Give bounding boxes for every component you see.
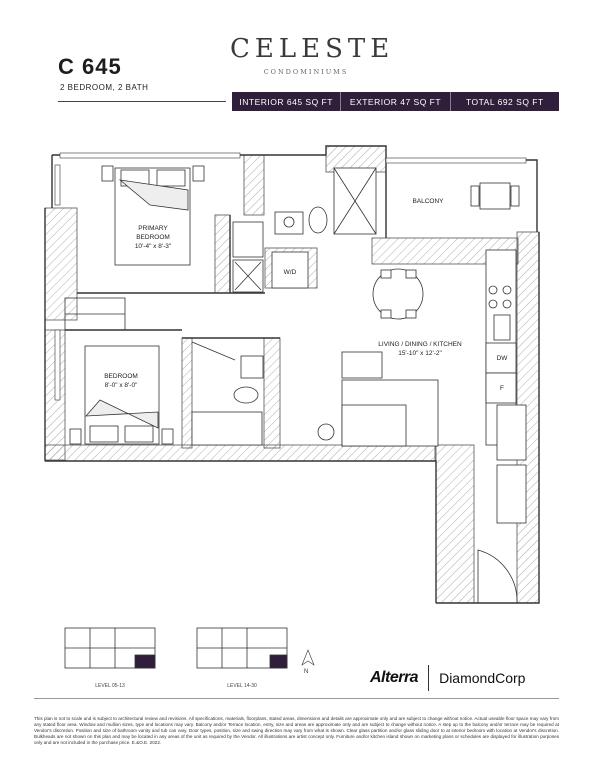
dining-table — [372, 268, 424, 320]
north-arrow-icon — [301, 649, 315, 666]
dishwasher-label: DW — [497, 355, 509, 362]
fridge-label: F — [500, 385, 504, 392]
living-label: LIVING / DINING / KITCHEN — [378, 341, 462, 348]
laundry-label: W/D — [284, 269, 297, 276]
entry-door — [477, 549, 518, 604]
kitchen — [485, 249, 527, 524]
legal-disclaimer: This plan is not to scale and is subject… — [34, 716, 559, 745]
ensuite-bathroom — [274, 167, 377, 235]
laundry — [232, 221, 309, 293]
developer-logos: Alterra DiamondCorp — [370, 665, 525, 691]
area-summary-bar: INTERIOR 645 SQ FT EXTERIOR 47 SQ FT TOT… — [232, 92, 559, 111]
footer-divider — [34, 698, 559, 699]
brand-tagline: CONDOMINIUMS — [263, 68, 349, 76]
bedroom-bed — [69, 345, 174, 445]
sofa — [317, 351, 439, 447]
primary-bed — [101, 165, 205, 266]
diamondcorp-logo: DiamondCorp — [439, 670, 526, 686]
north-label: N — [304, 669, 308, 675]
key-plan-left-label: LEVEL 05-13 — [95, 683, 125, 689]
header-divider — [58, 101, 226, 102]
primary-bedroom-dims: 10'-4" x 8'-3" — [135, 243, 172, 250]
key-plan-left — [64, 627, 156, 669]
exterior-area: EXTERIOR 47 SQ FT — [341, 92, 451, 111]
key-plan-right — [196, 627, 288, 669]
interior-area: INTERIOR 645 SQ FT — [232, 92, 342, 111]
primary-closet — [64, 297, 126, 331]
bedroom-label: BEDROOM — [104, 373, 138, 380]
logo-divider — [428, 665, 430, 691]
total-area: TOTAL 692 SQ FT — [465, 96, 544, 107]
windows — [54, 152, 527, 401]
unit-subtitle: 2 BEDROOM, 2 BATH — [60, 83, 149, 92]
balcony-furniture — [470, 182, 520, 210]
main-bathroom — [191, 341, 264, 446]
unit-code: C 645 — [58, 54, 122, 79]
primary-bedroom-label: PRIMARY — [138, 225, 168, 232]
brand-logo: CELESTE — [230, 34, 395, 64]
key-plan-right-label: LEVEL 14-30 — [227, 683, 257, 689]
primary-bedroom-label-2: BEDROOM — [136, 234, 170, 241]
balcony-label: BALCONY — [412, 198, 444, 205]
bedroom-dims: 8'-0" x 8'-0" — [105, 382, 138, 389]
alterra-logo: Alterra — [370, 669, 419, 686]
living-dims: 15'-10" x 12'-2" — [398, 350, 442, 357]
